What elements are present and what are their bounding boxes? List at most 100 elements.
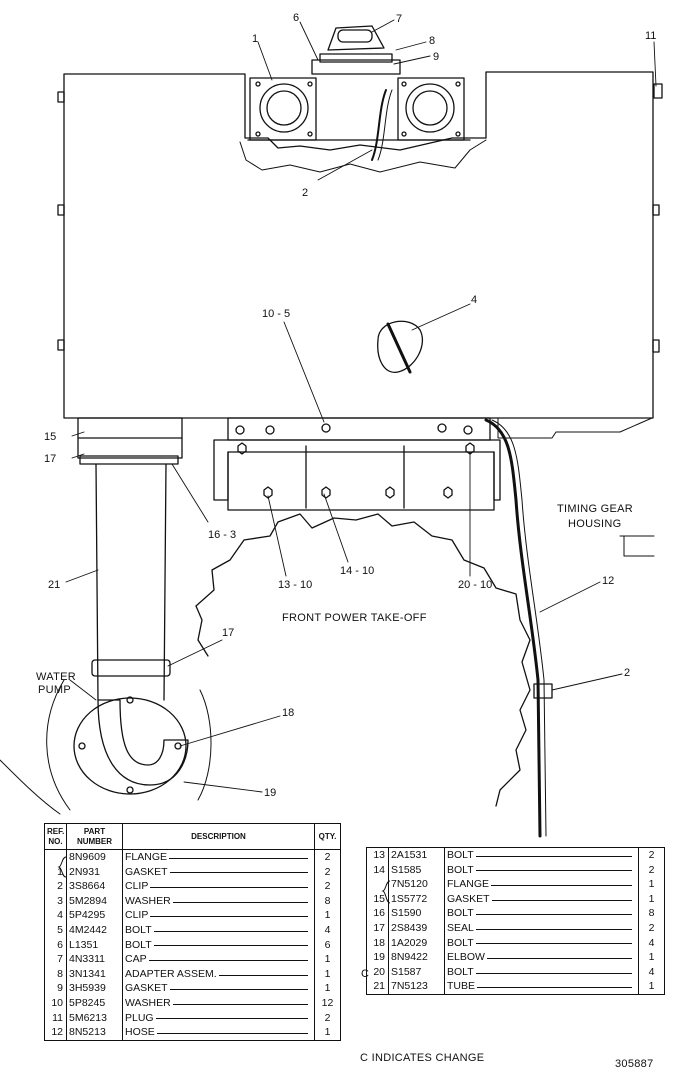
description-cell: WASHER: [122, 995, 315, 1011]
callout-17-top: 17: [44, 453, 56, 465]
description-cell: CLIP: [122, 908, 315, 923]
ref-cell: 17: [366, 920, 389, 936]
callout-21: 21: [48, 579, 60, 591]
quantity-cell: 8: [648, 907, 655, 920]
clip-4: [377, 320, 423, 373]
description-cell: ELBOW: [444, 950, 639, 965]
quantity-cell: 1: [648, 878, 655, 891]
part-number-cell: 1S5772: [388, 891, 445, 907]
callout-14-10: 14 - 10: [340, 565, 374, 577]
description-cell: BOLT: [444, 964, 639, 980]
quantity-cell: 4: [648, 936, 655, 949]
label-water: WATER: [36, 671, 76, 683]
quantity-cell: 2: [648, 921, 655, 934]
header-qty: QTY.: [314, 823, 341, 850]
callout-15: 15: [44, 431, 56, 443]
description-cell: BOLT: [444, 906, 639, 921]
quantity-cell: 1: [648, 892, 655, 905]
description-cell: BOLT: [444, 862, 639, 878]
callout-19: 19: [264, 787, 276, 799]
part-number-cell: 8N9422: [388, 950, 445, 965]
tube-21-right: [163, 463, 167, 701]
part-number-cell: 1A2029: [388, 935, 445, 951]
ref-cell: 7: [44, 952, 67, 967]
ref-cell: [44, 849, 67, 865]
ref-cell: 9: [44, 981, 67, 996]
figure-number: 305887: [615, 1058, 654, 1070]
quantity-cell: 1: [324, 982, 331, 995]
callout-1: 1: [252, 33, 258, 45]
quantity-cell: 2: [648, 849, 655, 861]
header-description: DESCRIPTION: [122, 823, 315, 850]
part-number-cell: 5P8245: [66, 995, 123, 1011]
ref-cell: 2: [44, 879, 67, 894]
callout-11: 11: [645, 30, 656, 42]
part-number-cell: 3S8664: [66, 879, 123, 894]
description-cell: FLANGE: [444, 877, 639, 892]
ref-cell: 1: [44, 864, 67, 880]
description-cell: CLIP: [122, 879, 315, 894]
seal-17: [91, 659, 171, 677]
quantity-cell: 1: [648, 951, 655, 964]
label-front-pto: FRONT POWER TAKE-OFF: [282, 612, 427, 624]
ref-cell: 13: [366, 847, 389, 863]
part-number-cell: 4N3311: [66, 952, 123, 967]
ref-cell: 4: [44, 908, 67, 923]
part-number-cell: 3N1341: [66, 966, 123, 982]
quantity-cell: 1: [324, 1026, 331, 1039]
description-cell: GASKET: [444, 891, 639, 907]
quantity-cell: 1: [324, 967, 331, 980]
ref-cell: [366, 877, 389, 892]
part-number-cell: 7N5120: [388, 877, 445, 892]
ref-cell: 5: [44, 922, 67, 938]
part-number-cell: 8N9609: [66, 849, 123, 865]
quantity-cell: 1: [324, 909, 331, 922]
description-cell: TUBE: [444, 979, 639, 995]
elbow-19: [97, 699, 189, 786]
quantity-cell: 2: [324, 851, 331, 863]
part-number-cell: 4M2442: [66, 922, 123, 938]
description-cell: BOLT: [122, 937, 315, 953]
hose-12: [484, 418, 542, 838]
label-pump: PUMP: [38, 684, 71, 696]
part-number-cell: 5M6213: [66, 1010, 123, 1026]
quantity-cell: 4: [324, 923, 331, 936]
part-number-cell: 2S8439: [388, 920, 445, 936]
part-number-cell: S1587: [388, 964, 445, 980]
quantity-cell: 2: [324, 1011, 331, 1024]
ref-cell: 21: [366, 979, 389, 995]
quantity-cell: 8: [324, 894, 331, 907]
callout-7: 7: [396, 13, 402, 25]
quantity-cell: 1: [648, 980, 655, 993]
mounting-bracket: [227, 417, 491, 441]
description-cell: BOLT: [444, 935, 639, 951]
ref-cell: 19: [366, 950, 389, 965]
tube-21-left: [95, 463, 99, 701]
description-cell: CAP: [122, 952, 315, 967]
description-cell: BOLT: [122, 922, 315, 938]
front-power-take-off: [195, 513, 531, 807]
quantity-cell: 2: [324, 865, 331, 878]
ref-cell: 3: [44, 893, 67, 909]
